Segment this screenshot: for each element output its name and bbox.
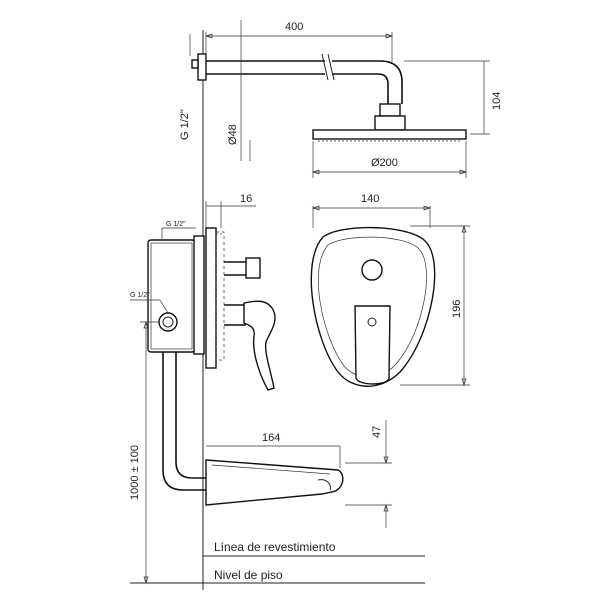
dim-arm-drop: 104 bbox=[404, 60, 503, 135]
shower-head bbox=[312, 129, 467, 142]
dim-plate-height-text: 196 bbox=[451, 300, 463, 318]
dim-spout-length-text: 164 bbox=[262, 432, 280, 444]
shower-arm bbox=[191, 53, 406, 131]
dim-spout-length: 164 bbox=[206, 432, 341, 468]
dim-arm-diameter-text: Ø48 bbox=[227, 124, 239, 145]
dim-spout-height: 47 bbox=[345, 420, 392, 528]
dim-wall-offset: 16 bbox=[205, 193, 256, 228]
supply-pipe bbox=[162, 352, 206, 491]
dim-install-height-text: 1000 ± 100 bbox=[129, 445, 141, 500]
dim-arm-diameter: Ø48 bbox=[227, 20, 251, 161]
box-thread-labels: G 1/2" G 1/2" bbox=[130, 221, 196, 314]
dim-install-height: 1000 ± 100 bbox=[129, 320, 160, 585]
dim-arm-drop-text: 104 bbox=[491, 92, 503, 110]
dim-arm-length: 400 bbox=[204, 21, 394, 62]
thread-box-left-text: G 1/2" bbox=[130, 292, 150, 299]
concealed-valve-box bbox=[147, 227, 261, 369]
dim-thread-top-text: G 1/2" bbox=[179, 109, 191, 140]
dim-head-diameter-text: Ø200 bbox=[371, 157, 398, 169]
tub-spout bbox=[205, 459, 344, 506]
dim-thread-top: G 1/2" bbox=[179, 34, 191, 140]
dim-plate-width-text: 140 bbox=[361, 193, 379, 205]
floor-line: Nivel de piso bbox=[130, 568, 425, 584]
dim-spout-height-text: 47 bbox=[371, 426, 383, 438]
dim-plate-width: 140 bbox=[311, 193, 432, 228]
dim-head-diameter: Ø200 bbox=[311, 141, 468, 178]
thread-box-top-text: G 1/2" bbox=[166, 221, 186, 228]
finish-line-label: Línea de revestimiento bbox=[214, 540, 336, 554]
floor-level-label: Nivel de piso bbox=[214, 568, 283, 582]
side-lever-handle bbox=[243, 300, 276, 391]
front-trim-plate bbox=[310, 226, 436, 387]
dim-plate-height: 196 bbox=[400, 224, 470, 387]
dim-wall-offset-text: 16 bbox=[240, 193, 252, 205]
dim-arm-length-text: 400 bbox=[285, 21, 303, 33]
finish-line: Línea de revestimiento bbox=[203, 540, 425, 557]
